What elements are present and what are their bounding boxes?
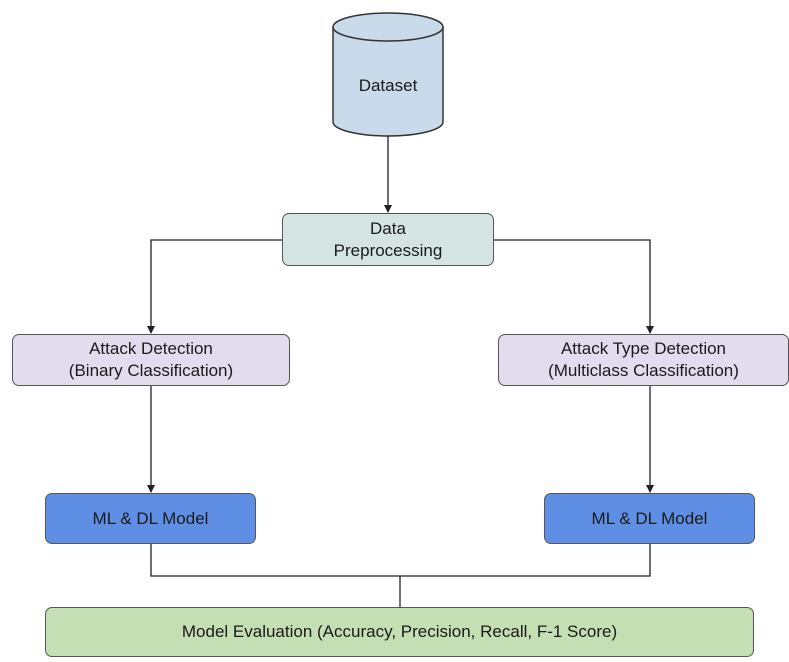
model-right-label: ML & DL Model	[591, 508, 708, 528]
binary-classification-label: Attack Detection (Binary Classification)	[68, 339, 234, 380]
multiclass-classification-label: Attack Type Detection (Multiclass Classi…	[548, 339, 739, 380]
evaluation-node: Model Evaluation (Accuracy, Precision, R…	[45, 607, 754, 657]
evaluation-label: Model Evaluation (Accuracy, Precision, R…	[181, 622, 618, 641]
connector-models-join	[150, 544, 651, 577]
preprocessing-label: Data Preprocessing	[333, 218, 443, 260]
model-right-node: ML & DL Model	[544, 493, 755, 544]
arrow-preprocessing-to-multiclass	[494, 239, 654, 334]
multiclass-classification-node: Attack Type Detection (Multiclass Classi…	[498, 334, 789, 386]
model-left-node: ML & DL Model	[45, 493, 256, 544]
binary-classification-node: Attack Detection (Binary Classification)	[12, 334, 290, 386]
model-left-label: ML & DL Model	[92, 508, 209, 528]
preprocessing-node: Data Preprocessing	[282, 213, 494, 266]
arrow-preprocessing-to-binary	[147, 239, 282, 334]
dataset-cylinder	[332, 12, 444, 137]
dataset-label: Dataset	[358, 76, 418, 95]
